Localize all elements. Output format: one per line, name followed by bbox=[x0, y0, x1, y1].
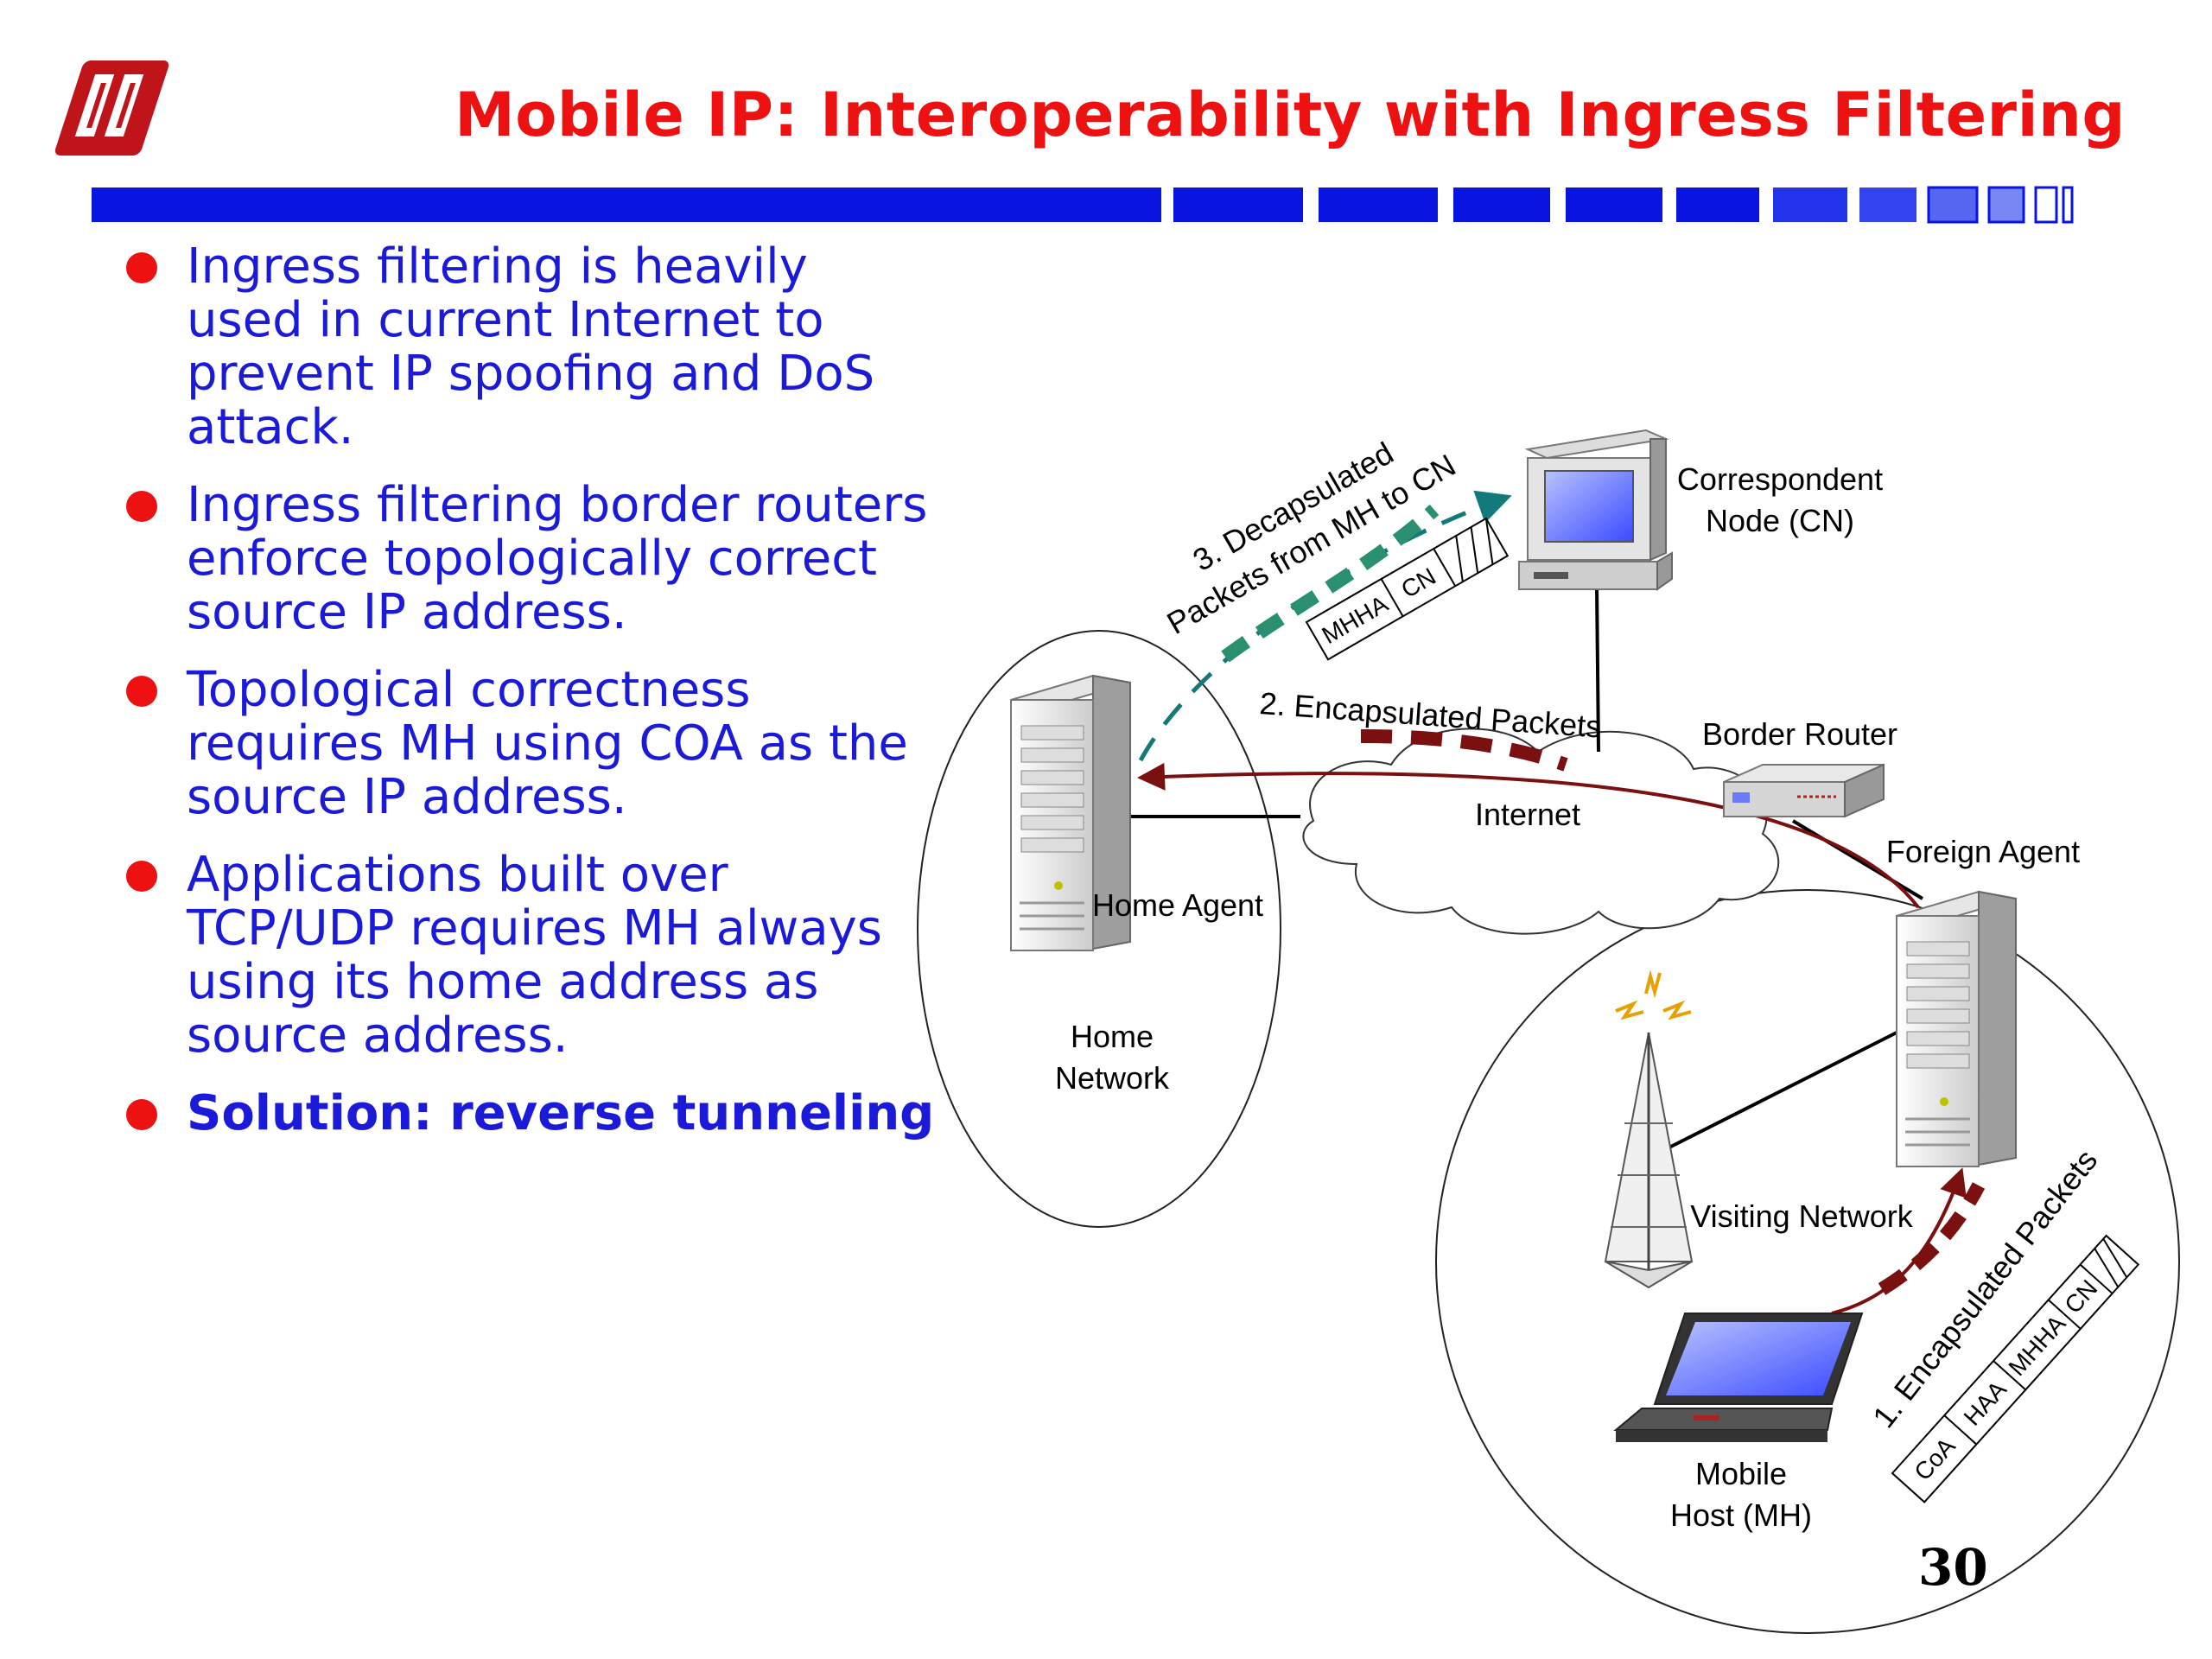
cn-label-line1: Correspondent bbox=[1677, 461, 1883, 497]
bullet-dot-icon bbox=[126, 252, 157, 283]
flow-arrow-step2 bbox=[1137, 762, 1920, 909]
bullet-text: Solution: reverse tunneling bbox=[187, 1085, 935, 1141]
internet-cloud-icon bbox=[1302, 728, 1780, 935]
flow-arrow-step3 bbox=[1138, 490, 1512, 762]
bullet-item: Topological correctness requires MH usin… bbox=[123, 664, 935, 824]
bullet-text: Applications built over TCP/UDP requires… bbox=[187, 847, 882, 1064]
mobile-host-label-line1: Mobile bbox=[1695, 1456, 1787, 1491]
home-agent-label: Home Agent bbox=[1092, 887, 1263, 923]
bullet-dot-icon bbox=[126, 676, 157, 707]
bullet-item: Applications built over TCP/UDP requires… bbox=[123, 849, 935, 1063]
internet-label: Internet bbox=[1475, 797, 1580, 832]
mobile-host-label-line2: Host (MH) bbox=[1670, 1497, 1812, 1533]
university-logo-icon bbox=[54, 60, 169, 156]
visiting-network-boundary bbox=[1435, 889, 2180, 1634]
bullet-dot-icon bbox=[126, 1099, 157, 1130]
bullet-text: Ingress filtering border routers enforce… bbox=[187, 477, 928, 640]
home-network-label-line1: Home bbox=[1071, 1019, 1154, 1054]
bullet-item: Ingress filtering is heavily used in cur… bbox=[123, 240, 935, 454]
mobile-host-laptop-icon bbox=[1613, 1313, 1864, 1442]
flow-dash-step2 bbox=[1360, 729, 1568, 772]
correspondent-node-computer-icon bbox=[1518, 429, 1673, 591]
foreign-agent-label: Foreign Agent bbox=[1886, 834, 2080, 869]
link-tower-fa bbox=[1648, 1031, 1897, 1160]
title-underline-bar bbox=[92, 186, 2074, 224]
page-number: 30 bbox=[1918, 1538, 1988, 1597]
bullet-list: Ingress filtering is heavily used in cur… bbox=[123, 240, 935, 1165]
link-cn-router bbox=[1595, 587, 1600, 753]
home-network-boundary bbox=[917, 630, 1281, 1228]
flow-arrow-step1 bbox=[1831, 1167, 1967, 1315]
bullet-text: Topological correctness requires MH usin… bbox=[187, 662, 908, 825]
home-network-label-line2: Network bbox=[1055, 1060, 1170, 1096]
cn-label-line2: Node (CN) bbox=[1706, 503, 1854, 538]
bullet-text: Ingress filtering is heavily used in cur… bbox=[187, 238, 875, 455]
foreign-agent-server-icon bbox=[1896, 890, 2017, 1167]
flow-dash-step3 bbox=[1221, 504, 1440, 663]
bullet-dot-icon bbox=[126, 491, 157, 522]
cell-tower-icon bbox=[1604, 969, 1694, 1289]
slide-title: Mobile IP: Interoperability with Ingress… bbox=[454, 79, 2126, 150]
border-router-icon bbox=[1723, 763, 1885, 818]
border-router-label: Border Router bbox=[1702, 716, 1897, 752]
bullet-item: Ingress filtering border routers enforce… bbox=[123, 479, 935, 639]
visiting-network-label: Visiting Network bbox=[1690, 1198, 1913, 1234]
bullet-dot-icon bbox=[126, 861, 157, 892]
flow-dash-step1 bbox=[1878, 1182, 1986, 1295]
home-agent-server-icon bbox=[1010, 674, 1131, 951]
bullet-item-solution: Solution: reverse tunneling bbox=[123, 1087, 935, 1141]
